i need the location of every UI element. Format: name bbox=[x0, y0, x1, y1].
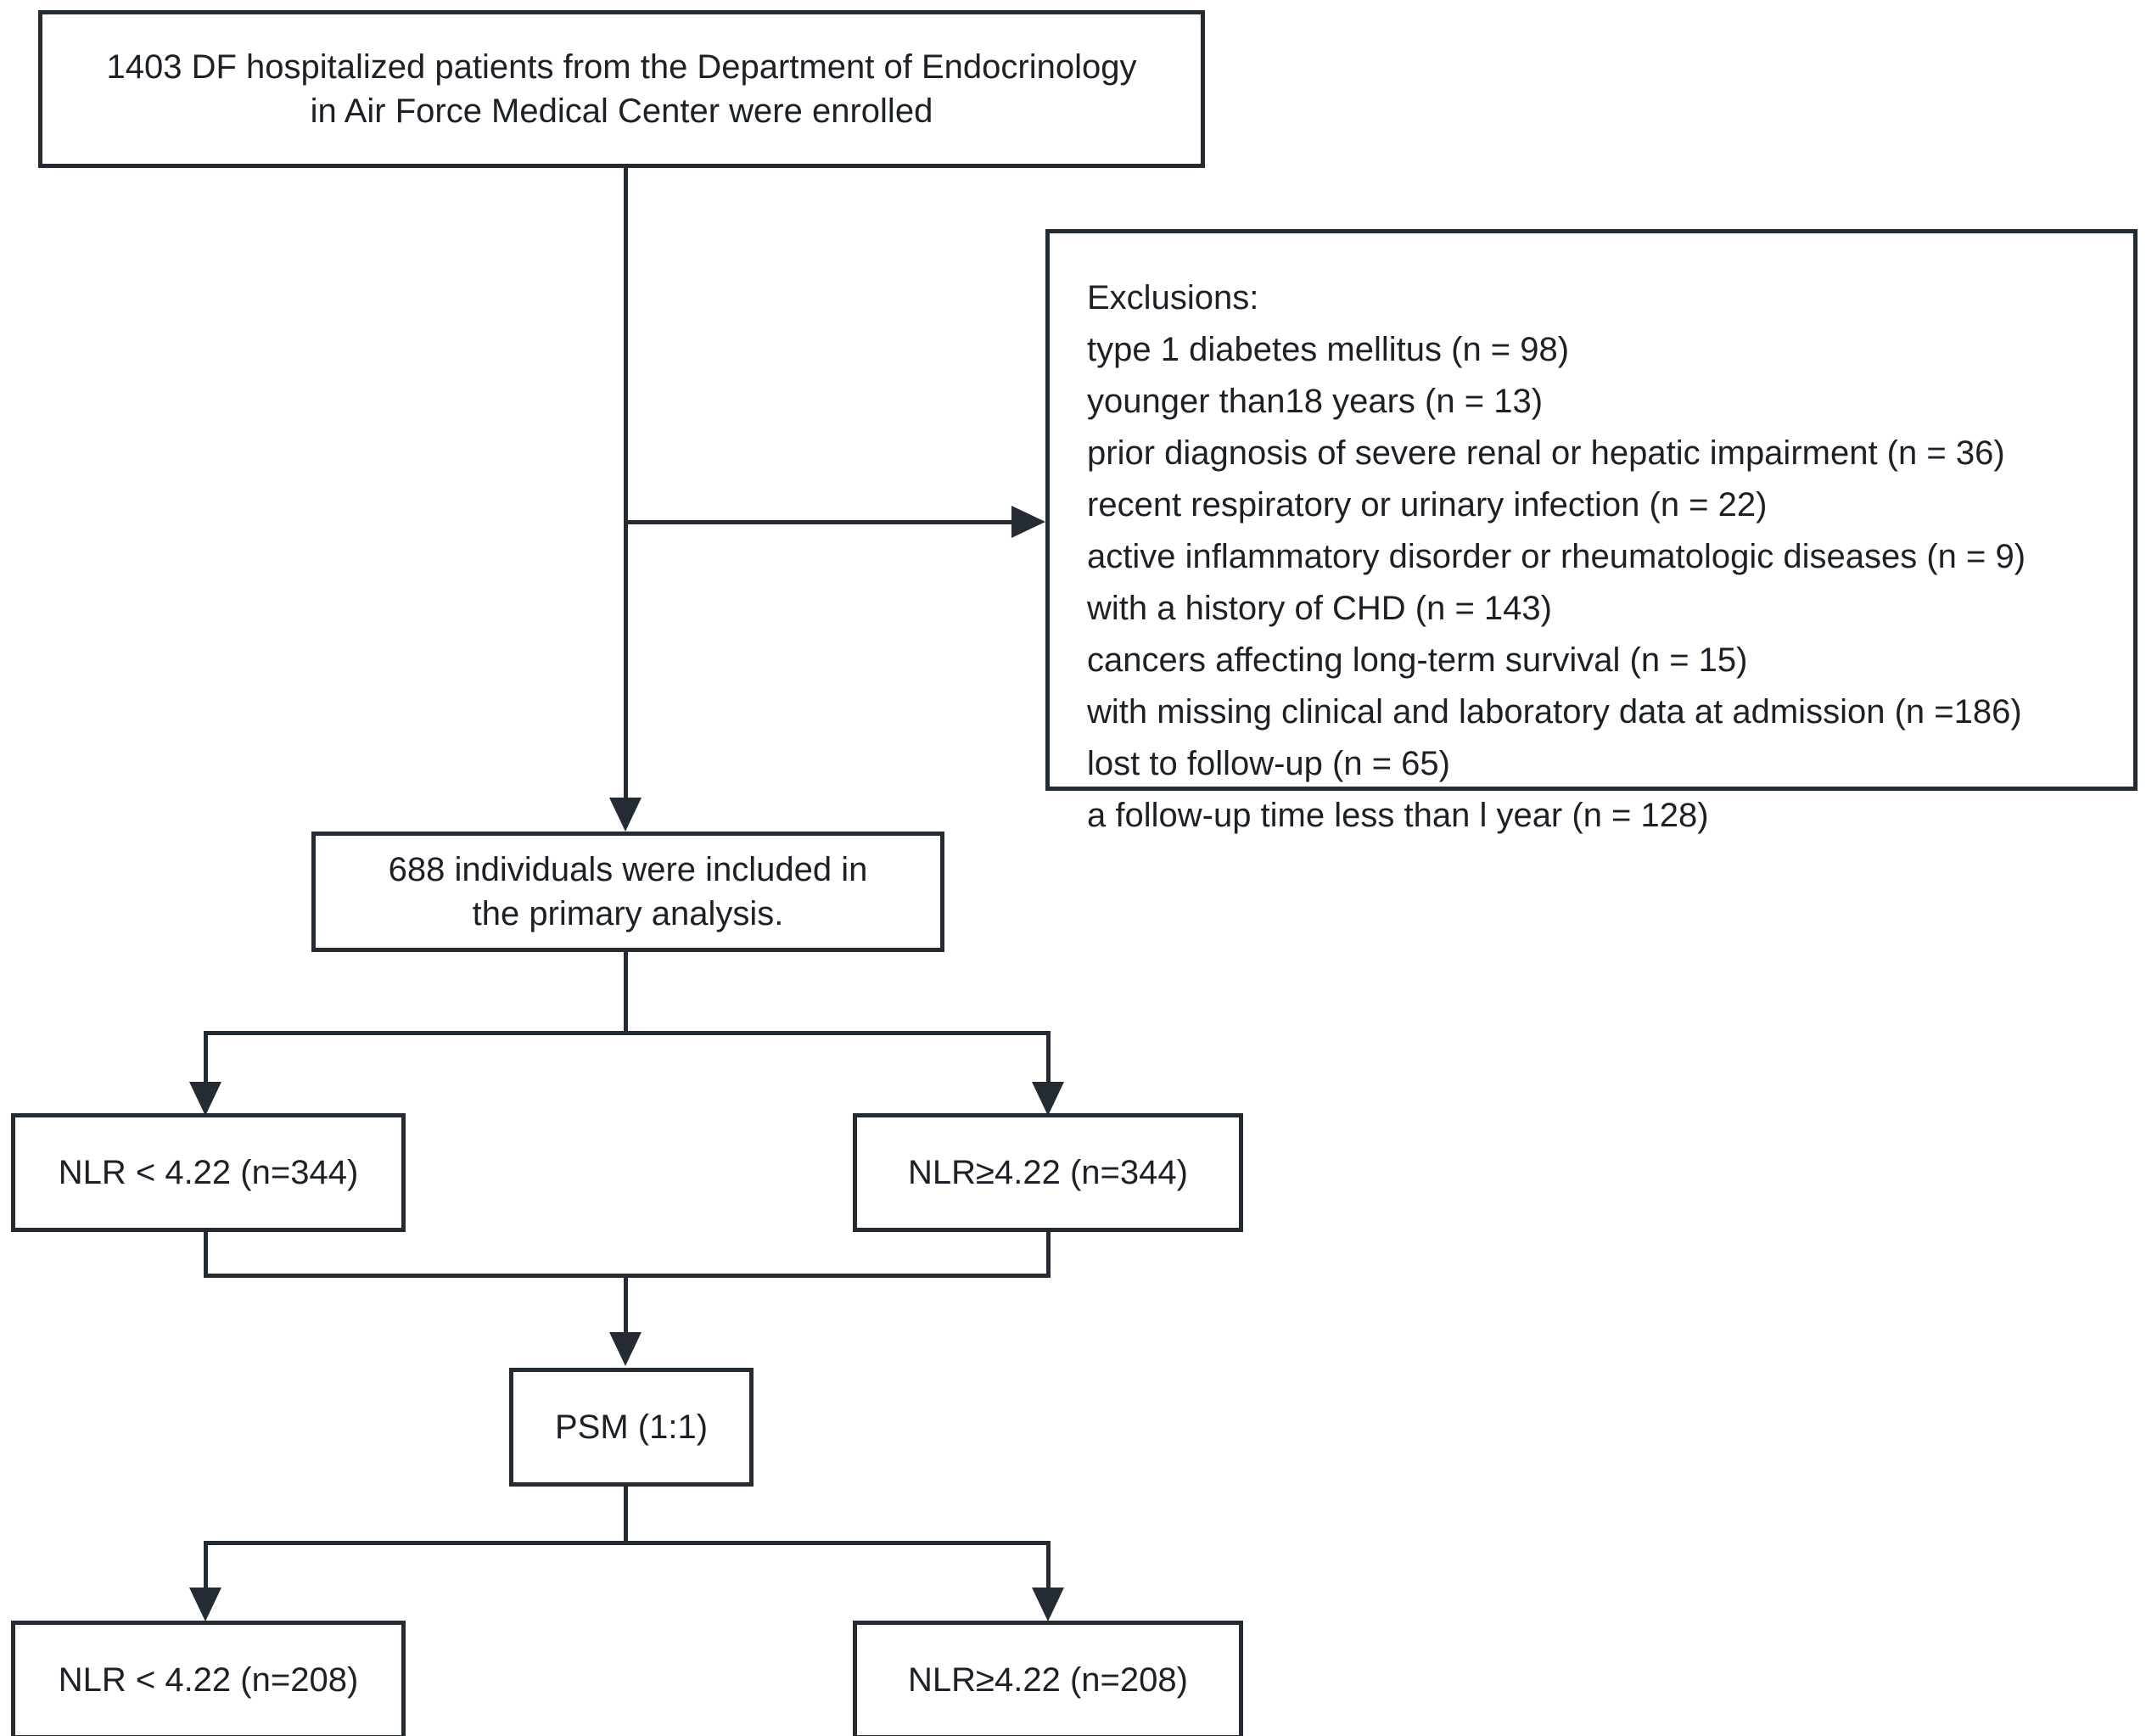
exclusion-item-7: cancers affecting long-term survival (n … bbox=[1087, 641, 1748, 679]
arrowhead-to-nlr-low-post bbox=[189, 1588, 221, 1621]
connector-split-bar-post bbox=[204, 1541, 1051, 1545]
enrollment-text: 1403 DF hospitalized patients from the D… bbox=[106, 48, 1137, 130]
nlr-low-post-text: NLR < 4.22 (n=208) bbox=[58, 1661, 359, 1699]
nlr-low-pre-box: NLR < 4.22 (n=344) bbox=[11, 1113, 406, 1232]
nlr-high-post-box: NLR≥4.22 (n=208) bbox=[853, 1621, 1243, 1736]
nlr-low-post-box: NLR < 4.22 (n=208) bbox=[11, 1621, 406, 1736]
connector-merge-left bbox=[204, 1232, 208, 1278]
connector-merge-down-to-psm bbox=[624, 1274, 628, 1335]
primary-analysis-box: 688 individuals were included in the pri… bbox=[311, 832, 944, 952]
arrowhead-to-nlr-low-pre bbox=[189, 1082, 221, 1116]
nlr-high-post-text: NLR≥4.22 (n=208) bbox=[908, 1661, 1188, 1699]
exclusion-item-10: a follow-up time less than l year (n = 1… bbox=[1087, 797, 1709, 834]
enrollment-box: 1403 DF hospitalized patients from the D… bbox=[38, 10, 1205, 168]
connector-split-left-post bbox=[204, 1541, 208, 1590]
nlr-high-pre-text: NLR≥4.22 (n=344) bbox=[908, 1154, 1188, 1191]
connector-merge-right bbox=[1046, 1232, 1051, 1278]
connector-split-bar-pre bbox=[204, 1031, 1051, 1035]
connector-enrollment-trunk bbox=[624, 168, 628, 798]
exclusion-item-6: with a history of CHD (n = 143) bbox=[1087, 590, 1552, 627]
exclusion-item-2: younger than18 years (n = 13) bbox=[1087, 383, 1544, 420]
arrowhead-to-nlr-high-pre bbox=[1032, 1082, 1064, 1116]
arrowhead-to-exclusions bbox=[1011, 506, 1045, 538]
exclusion-item-8: with missing clinical and laboratory dat… bbox=[1087, 693, 2022, 731]
nlr-high-pre-box: NLR≥4.22 (n=344) bbox=[853, 1113, 1243, 1232]
connector-psm-down bbox=[624, 1487, 628, 1544]
exclusion-item-4: recent respiratory or urinary infection … bbox=[1087, 486, 1768, 524]
connector-split-right-post bbox=[1046, 1541, 1051, 1590]
arrowhead-to-psm bbox=[609, 1332, 642, 1366]
nlr-low-pre-text: NLR < 4.22 (n=344) bbox=[58, 1154, 359, 1191]
arrowhead-to-primary-analysis bbox=[609, 798, 642, 832]
exclusion-item-3: prior diagnosis of severe renal or hepat… bbox=[1087, 434, 2005, 472]
primary-analysis-text: 688 individuals were included in the pri… bbox=[388, 851, 868, 932]
exclusions-box: Exclusions: type 1 diabetes mellitus (n … bbox=[1045, 229, 2138, 834]
connector-primary-down bbox=[624, 952, 628, 1034]
connector-split-right-pre bbox=[1046, 1031, 1051, 1084]
exclusion-item-5: active inflammatory disorder or rheumato… bbox=[1087, 538, 2026, 575]
psm-box: PSM (1:1) bbox=[509, 1368, 754, 1487]
exclusion-item-9: lost to follow-up (n = 65) bbox=[1087, 745, 1450, 782]
psm-text: PSM (1:1) bbox=[554, 1408, 709, 1446]
arrowhead-to-nlr-high-post bbox=[1032, 1588, 1064, 1621]
connector-split-left-pre bbox=[204, 1031, 208, 1084]
exclusion-item-1: type 1 diabetes mellitus (n = 98) bbox=[1087, 331, 1570, 368]
connector-to-exclusions bbox=[624, 520, 1011, 524]
exclusions-title: Exclusions: bbox=[1087, 279, 1259, 316]
